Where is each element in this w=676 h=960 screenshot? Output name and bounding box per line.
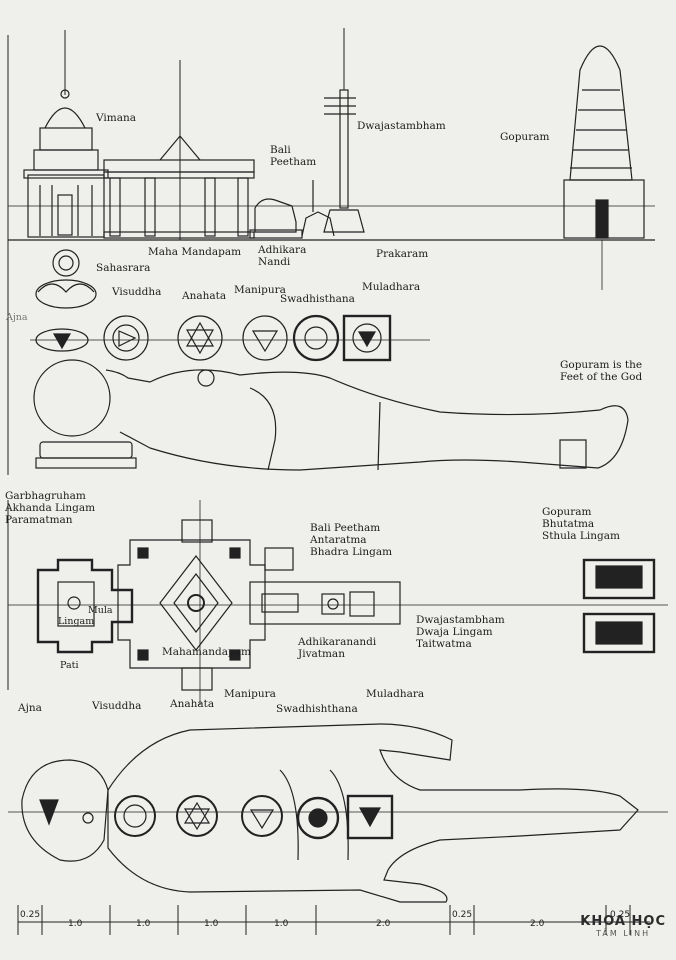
taitwatma-line: Taitwatma — [416, 638, 472, 650]
vimana-drawing — [23, 30, 109, 238]
bali-line: Bali — [270, 144, 291, 156]
label-swadhishthana-bottom: Swadhishthana — [276, 703, 358, 715]
label-mula: Mula — [88, 605, 113, 616]
anahata-chakra — [177, 315, 223, 361]
bottom-chakra-figure — [8, 723, 668, 903]
gopuram-drawing — [563, 45, 645, 290]
bali-peetham-line: Bali Peetham — [310, 522, 381, 534]
scale-bar — [17, 905, 650, 935]
swadhisthana-chakra — [292, 314, 340, 362]
muladhara-chakra-bottom — [346, 794, 394, 840]
dwajastambham-drawing — [323, 28, 365, 233]
label-manipura-top: Manipura — [234, 284, 286, 296]
nandi-line: Nandi — [258, 256, 291, 268]
nandi-drawing — [249, 198, 303, 239]
gopuram-note-line1: Gopuram is the — [560, 359, 643, 371]
scale-label: 1.0 — [204, 919, 219, 929]
scale-label: 2.0 — [376, 919, 391, 929]
muladhara-chakra — [342, 314, 392, 362]
label-maha-mandapam: Maha Mandapam — [148, 246, 242, 258]
label-manipura-bottom: Manipura — [224, 688, 276, 700]
adhikara-line: Adhikara — [258, 244, 307, 256]
scale-label: 0.25 — [610, 910, 631, 920]
temple-plan — [7, 500, 668, 705]
label-garbhagruham: Garbhagruham Akhanda Lingam Paramatman — [5, 490, 95, 526]
jivatman-line: Jivatman — [298, 648, 345, 660]
bali-peetham-drawing — [301, 180, 335, 237]
antaratma-line: Antaratma — [310, 534, 367, 546]
label-swadhisthana-top: Swadhisthana — [280, 293, 355, 305]
label-muladhara-bottom: Muladhara — [366, 688, 425, 700]
mahamandapam-plan — [117, 519, 294, 691]
label-pati: Pati — [60, 660, 79, 671]
anahata-chakra-bottom — [176, 795, 218, 837]
label-visuddha-bottom: Visuddha — [92, 700, 142, 712]
paramatman-line: Paramatman — [5, 514, 73, 526]
label-adhikara-nandi: Adhikara Nandi — [258, 244, 306, 268]
label-vimana: Vimana — [96, 112, 136, 124]
label-sahasrara: Sahasrara — [96, 262, 151, 274]
label-muladhara-top: Muladhara — [362, 281, 421, 293]
label-gopuram-plan: Gopuram Bhutatma Sthula Lingam — [542, 506, 620, 542]
label-bali-peetham: Bali Peetham — [270, 144, 316, 168]
dwajastambham-plan-line: Dwajastambham — [416, 614, 505, 626]
label-adhikaranandi: Adhikaranandi Jivatman — [298, 636, 376, 660]
scale-label: 1.0 — [68, 919, 83, 929]
visuddha-chakra — [103, 315, 149, 361]
prakaram-plan — [249, 581, 401, 625]
label-mahamandapam: Mahamandapam — [162, 646, 251, 658]
gopuram-plan-line: Gopuram — [542, 506, 592, 518]
label-anahata-bottom: Anahata — [170, 698, 215, 710]
scale-label: 1.0 — [136, 919, 151, 929]
label-dwajastambham-plan: Dwajastambham Dwaja Lingam Taitwatma — [416, 614, 505, 650]
adhikaranandi-line: Adhikaranandi — [298, 636, 377, 648]
manipura-chakra — [242, 315, 288, 361]
reclining-figure — [33, 359, 629, 471]
label-visuddha-top: Visuddha — [112, 286, 162, 298]
manipura-chakra-bottom — [241, 795, 283, 837]
swadhishthana-chakra-bottom — [296, 796, 340, 840]
peetham-line: Peetham — [270, 156, 317, 168]
label-ajna-top: Ajna — [6, 312, 28, 323]
label-anahata-top: Anahata — [182, 290, 227, 302]
label-ajna-bottom: Ajna — [18, 702, 42, 714]
scale-label: 0.25 — [452, 910, 473, 920]
watermark-logo: KHOA HỌC TÂM LINH — [580, 914, 666, 938]
visuddha-chakra-bottom — [114, 795, 156, 837]
label-bali-peetham-plan: Bali Peetham Antaratma Bhadra Lingam — [310, 522, 392, 558]
garbhagruham-line: Garbhagruham — [5, 490, 86, 502]
maha-mandapam-drawing — [103, 60, 255, 240]
sthula-lingam-line: Sthula Lingam — [542, 530, 620, 542]
bhutatma-line: Bhutatma — [542, 518, 595, 530]
scale-label: 1.0 — [274, 919, 289, 929]
label-lingam: Lingam — [58, 616, 95, 627]
garbhagruham-plan — [36, 558, 134, 654]
akhanda-lingam-line: Akhanda Lingam — [5, 502, 96, 514]
dwaja-lingam-line: Dwaja Lingam — [416, 626, 493, 638]
label-dwajastambham: Dwajastambham — [357, 120, 446, 132]
scale-label: 2.0 — [530, 919, 545, 929]
temple-elevation — [7, 28, 655, 475]
gopuram-note-line2: Feet of the God — [560, 371, 643, 383]
label-prakaram: Prakaram — [376, 248, 429, 260]
sahasrara-lotus — [35, 249, 97, 309]
label-gopuram: Gopuram — [500, 131, 550, 143]
watermark-line2: TÂM LINH — [596, 929, 651, 938]
bhadra-lingam-line: Bhadra Lingam — [310, 546, 393, 558]
watermark-line1: KHOA HỌC — [580, 914, 666, 929]
gopuram-plan — [582, 558, 656, 654]
scale-label: 0.25 — [20, 910, 41, 920]
label-gopuram-feet: Gopuram is the Feet of the God — [560, 359, 642, 383]
top-chakra-row — [30, 249, 430, 362]
ajna-chakra — [35, 328, 89, 352]
